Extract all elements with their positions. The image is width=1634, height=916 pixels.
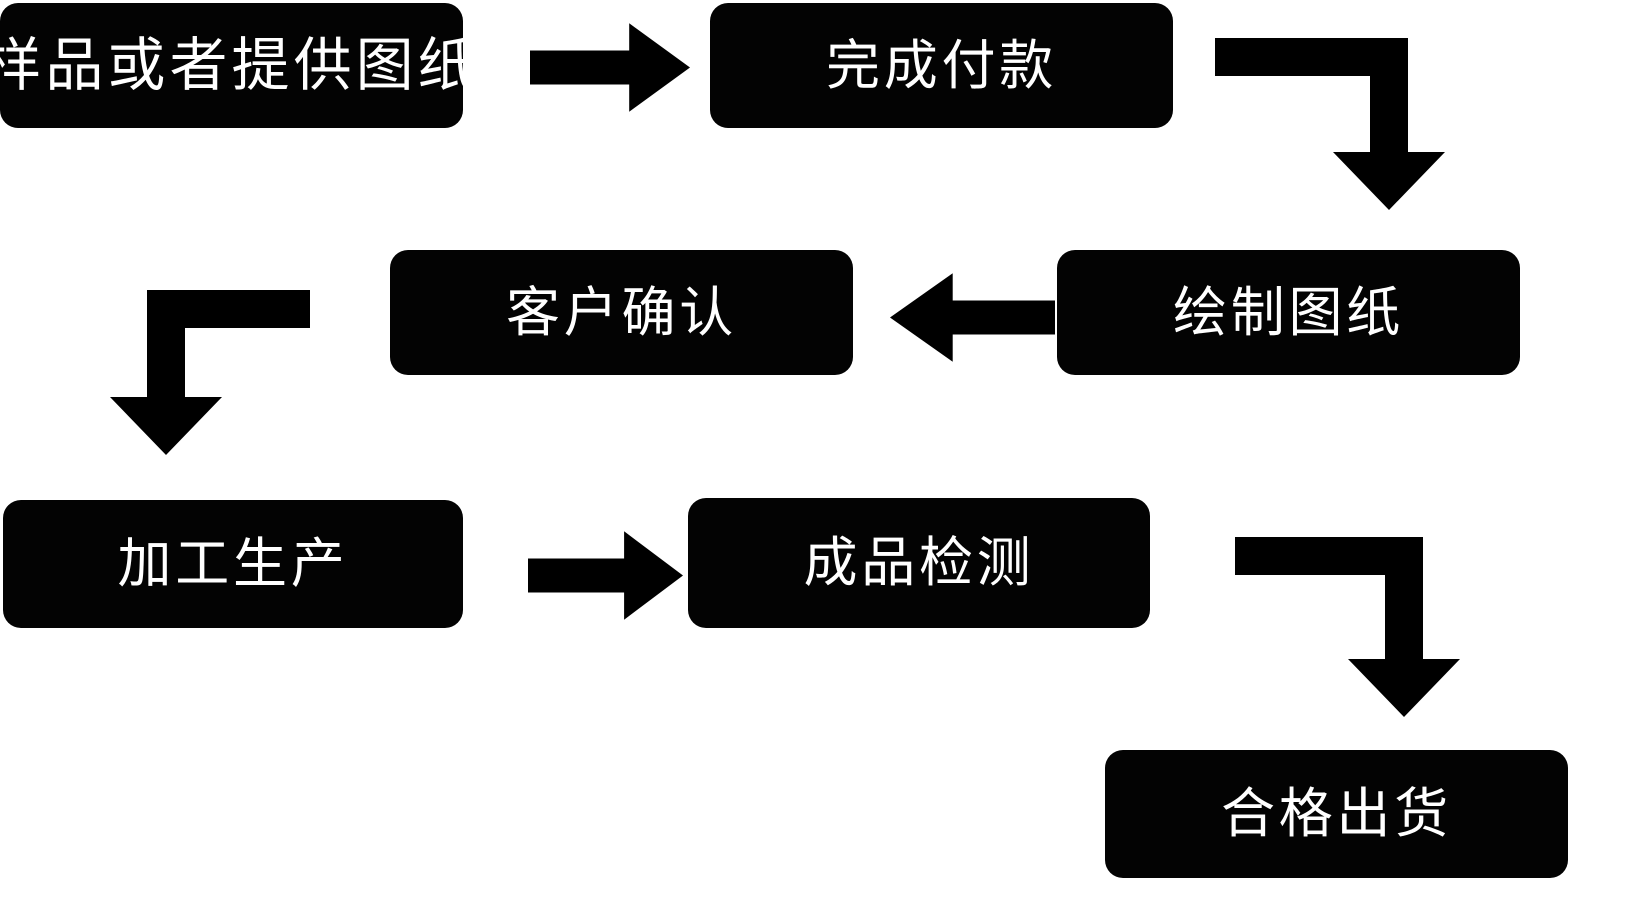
node-label: 成品检测 — [803, 531, 1035, 595]
elbow-arrow-right-down-icon — [1215, 38, 1445, 210]
node-sample-or-drawing[interactable]: 样品或者提供图纸 — [0, 3, 476, 128]
arrow-right-icon — [530, 23, 690, 112]
arrow-left-icon — [890, 273, 1055, 362]
node-label: 绘制图纸 — [1172, 280, 1405, 344]
node-processing-production[interactable]: 加工生产 — [3, 500, 463, 628]
node-label: 样品或者提供图纸 — [0, 30, 480, 99]
node-draw-drawing[interactable]: 绘制图纸 — [1057, 250, 1520, 375]
elbow-arrow-left-down-icon — [110, 290, 310, 455]
node-label: 客户确认 — [505, 280, 738, 344]
node-label: 合格出货 — [1220, 782, 1453, 846]
node-label: 加工生产 — [117, 532, 349, 596]
arrow-right-icon — [528, 531, 683, 620]
node-label: 完成付款 — [825, 33, 1058, 97]
node-customer-confirm[interactable]: 客户确认 — [390, 250, 853, 375]
elbow-arrow-right-down-icon — [1235, 537, 1460, 717]
node-complete-payment[interactable]: 完成付款 — [710, 3, 1173, 128]
node-qualified-shipment[interactable]: 合格出货 — [1105, 750, 1568, 878]
node-product-inspection[interactable]: 成品检测 — [688, 498, 1150, 628]
